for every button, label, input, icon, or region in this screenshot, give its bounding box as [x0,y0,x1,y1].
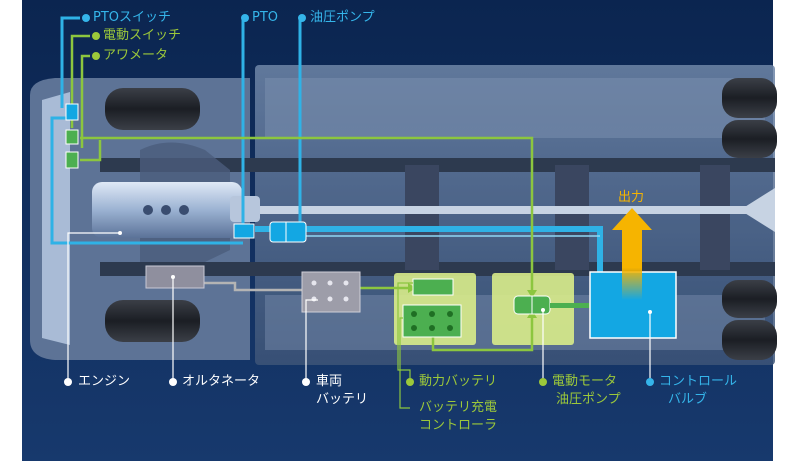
label-engine: エンジン [78,374,131,389]
arrow-right-icon [408,283,416,293]
label-hydraulic-pump: 油圧ポンプ [310,10,375,25]
label-charge-controller-line1: バッテリ充電 [419,400,498,415]
label-control-valve-line2: バルブ [668,392,708,407]
dot-icon [64,14,654,386]
label-vehicle-battery-line1: 車両 [316,374,343,389]
control-valve-box [589,271,677,339]
tire [105,78,777,360]
label-alternator: オルタネータ [182,374,261,389]
label-electric-switch: 電動スイッチ [103,28,182,43]
charge-controller-leader [399,317,410,409]
label-motor-pump-line2: 油圧ポンプ [556,392,621,407]
label-pto: PTO [252,10,279,25]
leader-lines [67,232,651,382]
arrow-up-icon [612,208,652,300]
ammeter-box [65,151,79,169]
label-ammeter: アワメータ [103,48,169,63]
pto-to-valve-line [255,226,603,272]
battery-charge-controller-box [412,278,454,296]
electric-motor-pump-box [513,295,590,315]
label-charge-controller-line2: コントローラ [419,418,498,433]
label-power-battery: 動力バッテリ [419,374,498,389]
green-electric-lines [70,34,534,352]
label-control-valve-line1: コントロール [659,374,738,389]
label-pto-switch: PTOスイッチ [93,10,172,25]
power-battery-box [402,304,462,338]
vehicle-battery-box [301,271,361,313]
engine-block [92,142,260,262]
power-battery-leader [397,282,413,382]
pto-switch-box [65,103,79,121]
label-vehicle-battery-line2: バッテリ [316,392,369,407]
blue-hydraulic-lines [50,16,302,245]
electric-switch-box [65,129,79,145]
label-motor-pump-line1: 電動モータ [552,374,618,389]
pto-box [233,223,255,239]
label-output: 出力 [618,190,645,205]
arrow-down-icon [527,290,537,298]
hydraulic-pump-box [269,221,307,243]
